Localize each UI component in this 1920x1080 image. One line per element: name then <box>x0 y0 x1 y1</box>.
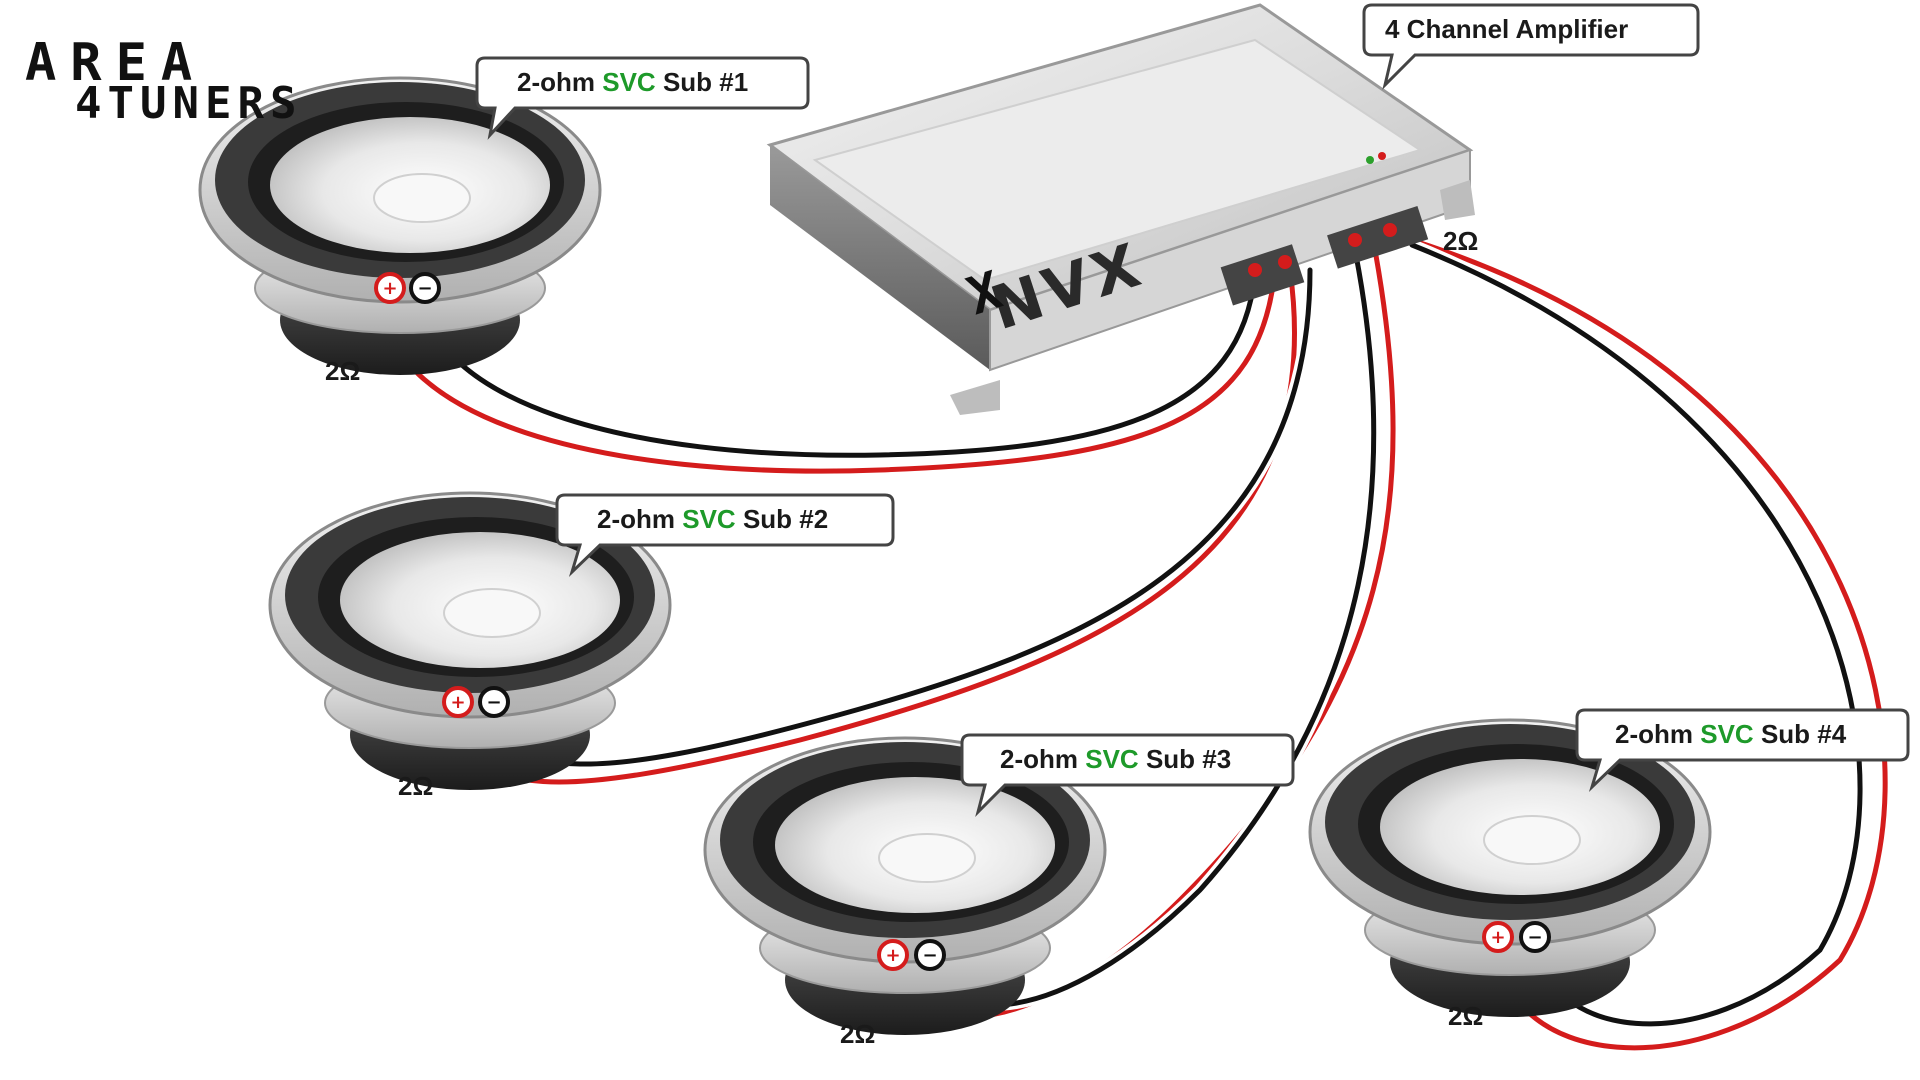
callout-sub1: 2-ohm SVC Sub #1 <box>475 56 810 140</box>
watermark-line1: AREA <box>25 33 206 93</box>
sub3-terminals: + − <box>877 939 946 971</box>
sub1-terminals: + − <box>374 272 441 304</box>
watermark-line2: 4TUNERS <box>75 78 302 129</box>
callout-sub3: 2-ohm SVC Sub #3 <box>960 733 1295 817</box>
negative-terminal-icon: − <box>1527 927 1542 948</box>
positive-terminal-icon: + <box>885 945 900 966</box>
callout-sub4-text: 2-ohm SVC Sub #4 <box>1615 719 1847 749</box>
positive-terminal-icon: + <box>1490 927 1505 948</box>
callout-sub4: 2-ohm SVC Sub #4 <box>1575 708 1910 793</box>
sub4-impedance-label: 2Ω <box>1448 1001 1483 1031</box>
sub4-terminals: + − <box>1482 921 1551 953</box>
callout-sub2-text: 2-ohm SVC Sub #2 <box>597 504 828 534</box>
negative-terminal-icon: − <box>417 278 432 299</box>
negative-terminal-icon: − <box>486 692 501 713</box>
positive-terminal-icon: + <box>450 692 465 713</box>
callout-sub1-text: 2-ohm SVC Sub #1 <box>517 67 748 97</box>
amplifier: NVX X <box>766 3 1475 415</box>
sub2-terminals: + − <box>442 686 510 718</box>
amplifier-impedance-label: 2Ω <box>1443 226 1478 256</box>
sub2-impedance-label: 2Ω <box>398 771 433 801</box>
callout-amplifier: 4 Channel Amplifier <box>1362 3 1700 90</box>
subwoofer-4 <box>1308 718 1712 1019</box>
positive-terminal-icon: + <box>382 278 397 299</box>
callout-amplifier-text: 4 Channel Amplifier <box>1385 14 1628 44</box>
sub1-impedance-label: 2Ω <box>325 356 360 386</box>
callout-sub2: 2-ohm SVC Sub #2 <box>555 493 895 578</box>
callout-sub3-text: 2-ohm SVC Sub #3 <box>1000 744 1231 774</box>
watermark-logo: AREA 4TUNERS <box>25 33 302 129</box>
sub3-impedance-label: 2Ω <box>840 1019 875 1049</box>
negative-terminal-icon: − <box>922 945 937 966</box>
amplifier-terminals <box>1220 205 1429 306</box>
